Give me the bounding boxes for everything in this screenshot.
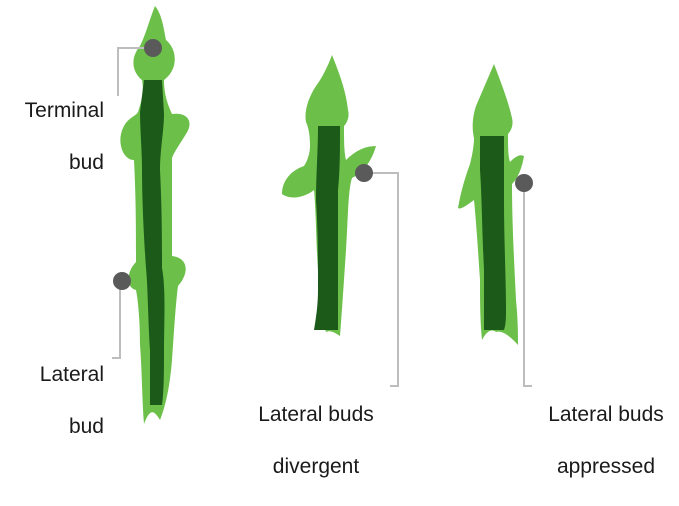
lateral-bud-label-line-1: Lateral [4, 362, 104, 388]
lateral-bud-label-line-2: bud [4, 414, 104, 440]
divergent-label-line-2: divergent [244, 454, 388, 480]
leader-lateral-bud [112, 280, 120, 358]
twig-2-pith [314, 126, 340, 330]
leader-appressed [524, 183, 532, 386]
twig-terminal-and-lateral [120, 6, 189, 424]
lateral-bud-label: Lateral bud [4, 336, 104, 466]
leader-divergent [364, 173, 398, 386]
lateral-bud-marker [113, 272, 131, 290]
appressed-label-line-1: Lateral buds [536, 402, 676, 428]
appressed-bud-marker [515, 174, 533, 192]
divergent-label: Lateral buds divergent [244, 376, 388, 506]
twig-bud-diagram: Terminal bud Lateral bud Lateral buds di… [0, 0, 679, 439]
appressed-label: Lateral buds appressed [536, 376, 676, 506]
appressed-label-line-2: appressed [536, 454, 676, 480]
divergent-bud-marker [355, 164, 373, 182]
terminal-bud-marker [144, 39, 162, 57]
terminal-bud-label-line-2: bud [4, 150, 104, 176]
divergent-label-line-1: Lateral buds [244, 402, 388, 428]
terminal-bud-label: Terminal bud [4, 72, 104, 202]
twig-divergent [282, 55, 376, 336]
twig-appressed [458, 64, 524, 345]
terminal-bud-label-line-1: Terminal [4, 98, 104, 124]
